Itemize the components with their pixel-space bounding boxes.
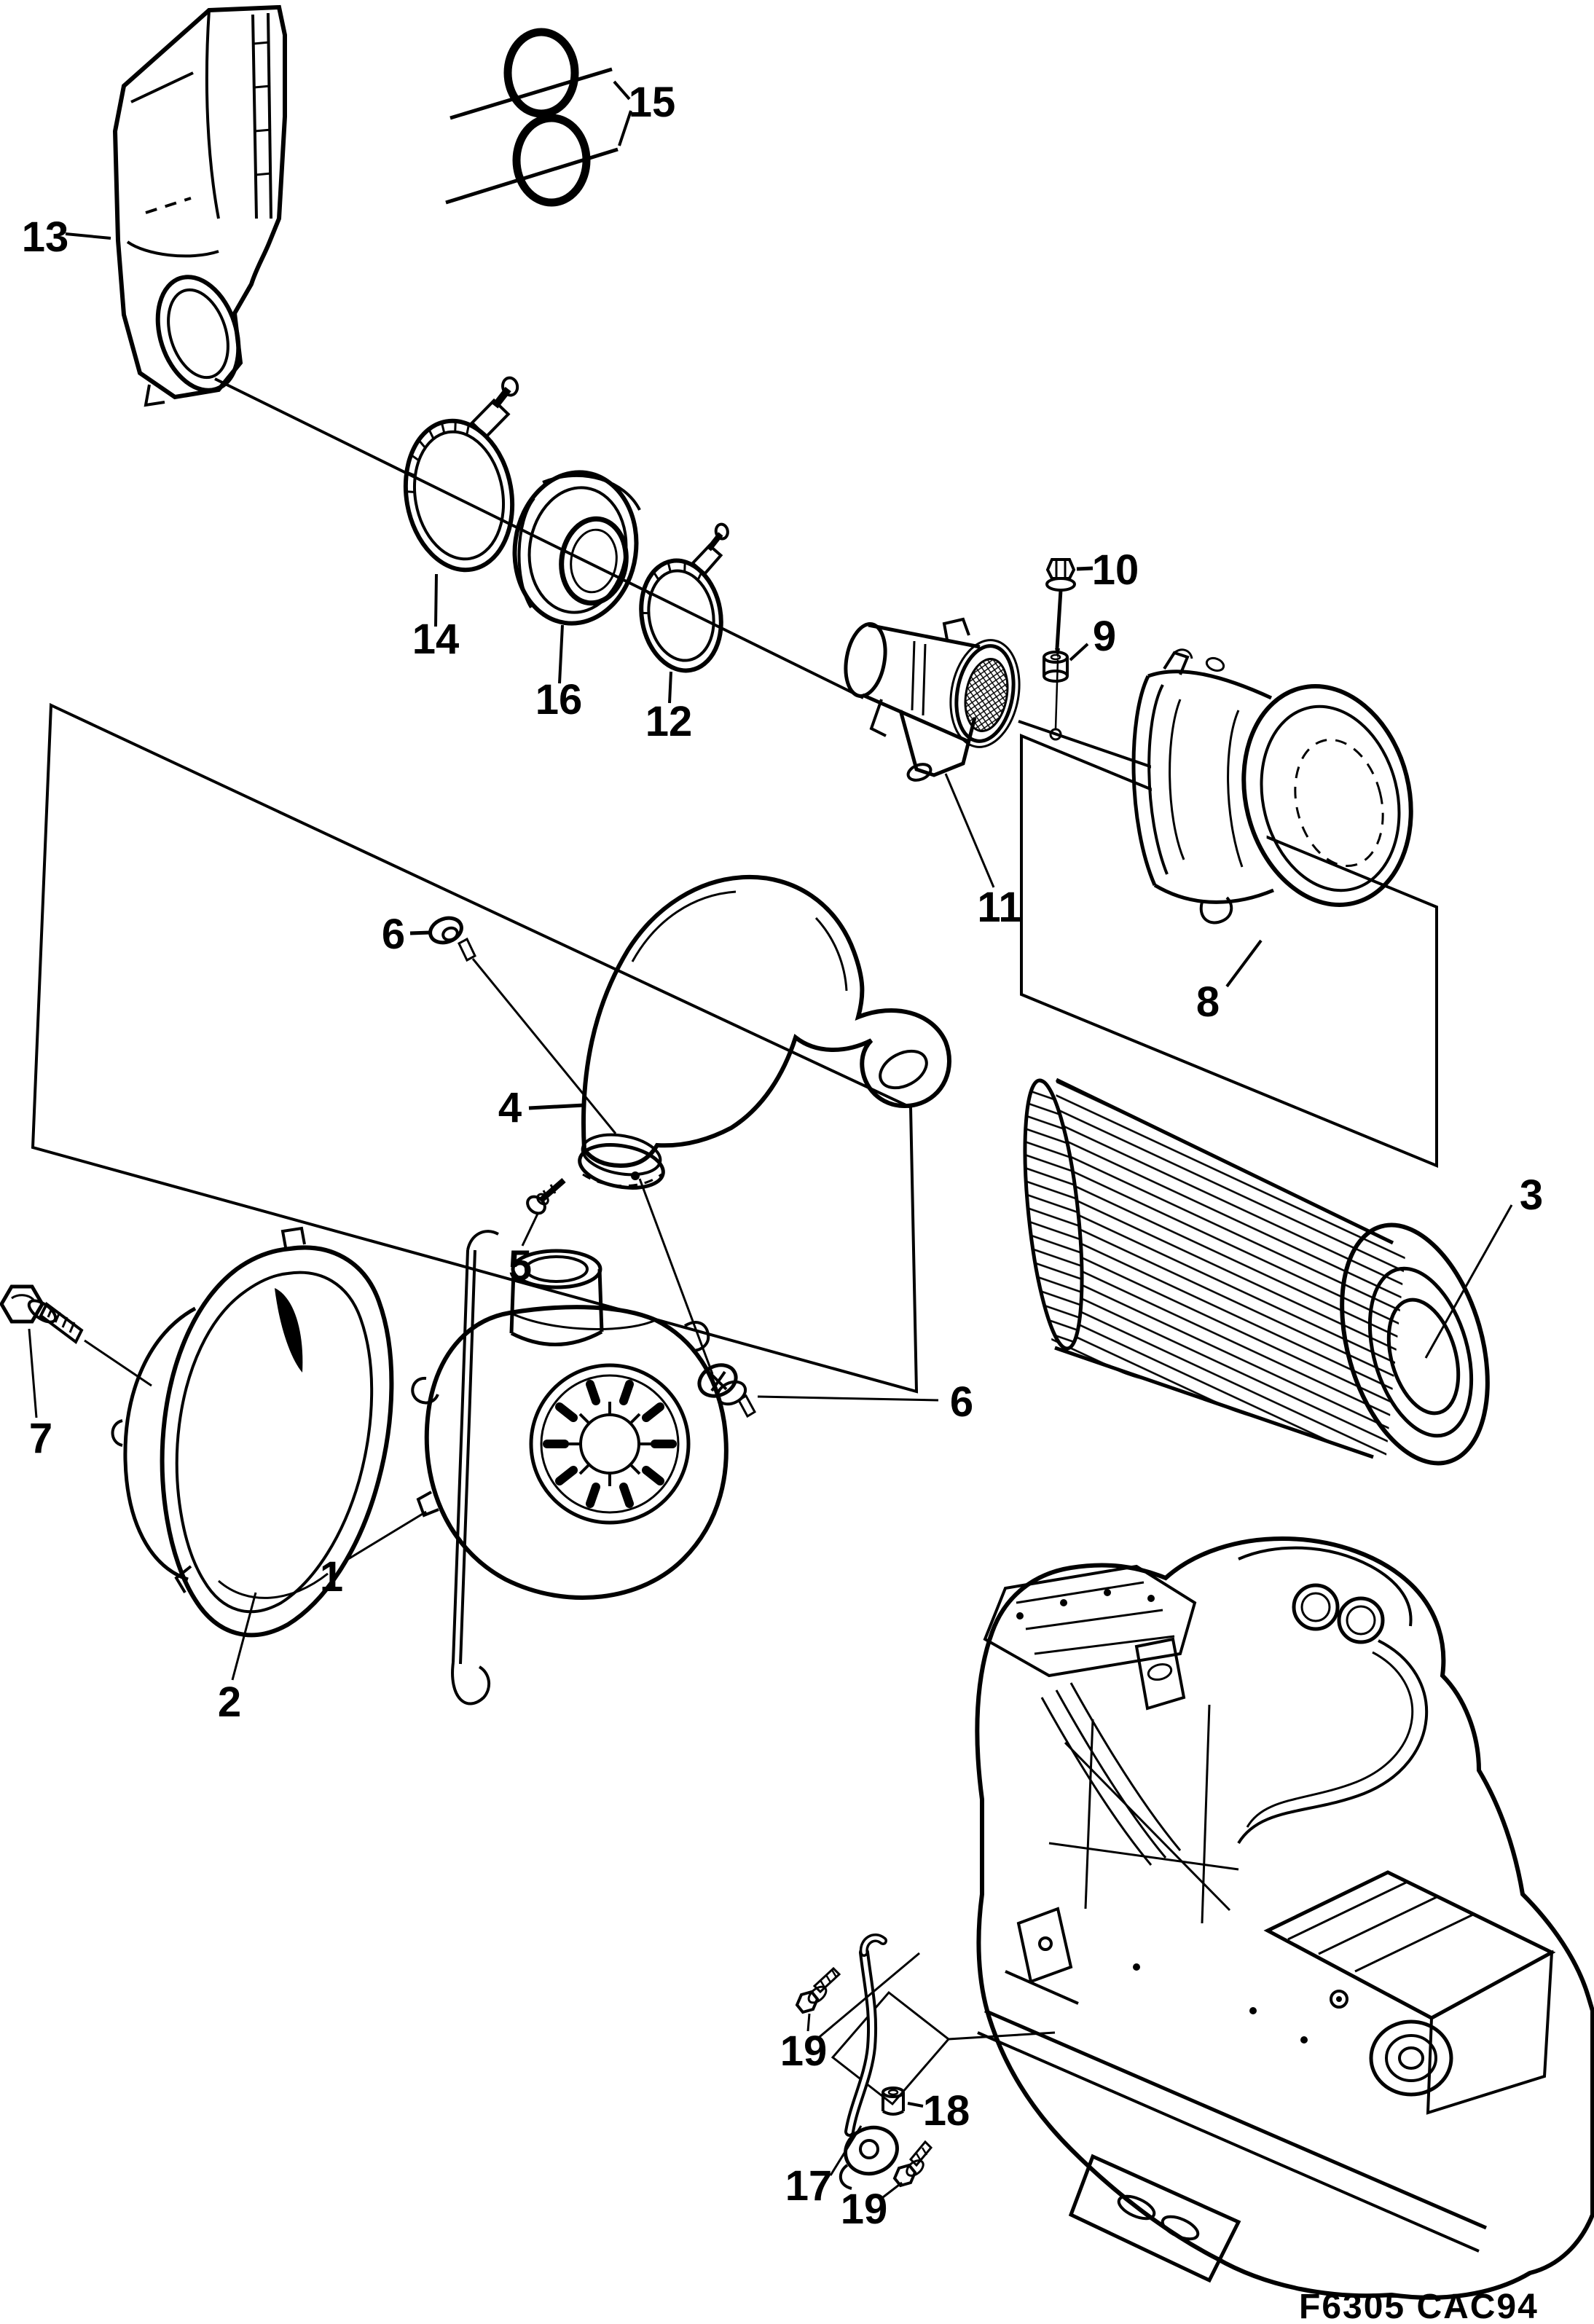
callout-9: 9 [1093,613,1116,660]
callout-14: 14 [412,616,460,663]
part-flange-bolt-front [0,1284,152,1387]
group-box-bracket [831,1990,1056,2106]
leader-lines [28,80,1513,2199]
part-nut-spacer [882,2087,905,2116]
callout-18: 18 [923,2087,970,2135]
part-rubber-adapter-sleeve [512,470,641,626]
callout-6-lower: 6 [950,1378,973,1426]
part-intake-resonator-duct [112,4,287,407]
part-support-bracket [839,1934,899,2190]
callout-19-upper: 19 [780,2027,828,2075]
callout-2: 2 [218,1679,241,1726]
part-hose-clamp-large [403,376,519,573]
callout-11: 11 [977,884,1021,931]
callout-13: 13 [22,213,69,261]
callout-5: 5 [509,1242,532,1289]
part-clamp-screw [526,1177,566,1215]
figure-code: F6305 CAC94 [1299,2288,1539,2324]
callout-15: 15 [629,79,676,126]
part-hose-clamp-small [639,522,729,673]
group-box-filter [1020,734,1438,1168]
callout-6-upper: 6 [382,911,405,958]
part-air-mass-meter [844,617,1021,782]
callout-17: 17 [785,2162,833,2210]
engine-assembly [975,1536,1594,2300]
callout-labels: 13 15 14 16 12 11 10 9 8 3 6 4 5 7 2 6 1… [22,79,1543,2233]
callout-10: 10 [1092,546,1139,594]
group-box-left [31,702,919,1394]
part-air-cleaner-housing [411,1230,729,1705]
part-air-cleaner-cover [1131,648,1413,925]
callout-7: 7 [29,1415,52,1462]
part-bracket-bolt-lower [892,2140,933,2188]
part-air-filter-element [1023,1077,1490,1466]
part-intake-pipe [578,874,951,1190]
part-bracket-bolt-upper [795,1966,841,2014]
callout-4: 4 [498,1084,522,1131]
callout-16: 16 [535,676,583,723]
part-screw-lower [638,1178,757,1418]
part-screw-upper [428,916,617,1134]
callout-1: 1 [320,1553,343,1601]
callout-8: 8 [1196,978,1220,1026]
callout-12: 12 [645,698,693,745]
callout-19-lower: 19 [841,2186,888,2233]
part-spacer-sleeve [1043,651,1069,683]
part-o-rings [445,28,619,207]
callout-3: 3 [1520,1171,1543,1219]
